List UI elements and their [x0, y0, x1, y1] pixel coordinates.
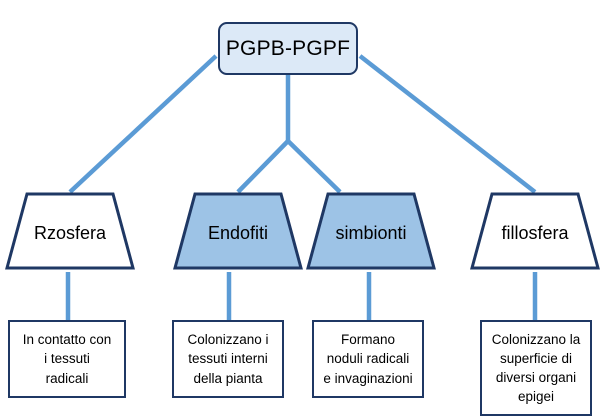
- trapezoid-shape-simbionti: [306, 192, 436, 270]
- description-text-rzosfera: In contatto con i tessuti radicali: [22, 332, 112, 386]
- category-label-endofiti: Endofiti: [207, 222, 269, 243]
- category-label-rzosfera: Rzosfera: [33, 222, 107, 243]
- category-node-endofiti[interactable]: Endofiti: [173, 192, 303, 270]
- description-box-fillosfera[interactable]: Colonizzano la superficie di diversi org…: [480, 320, 592, 416]
- description-text-simbionti: Formano noduli radicali e invaginazioni: [323, 332, 413, 386]
- connector-split-to-simbionti: [286, 139, 342, 194]
- category-label-fillosfera: fillosfera: [501, 222, 569, 243]
- category-node-fillosfera[interactable]: fillosfera: [470, 192, 600, 270]
- category-node-simbionti[interactable]: simbionti: [306, 192, 436, 270]
- trapezoid-shape-fillosfera: [470, 192, 600, 270]
- description-text-endofiti: Colonizzano i tessuti interni della pian…: [187, 332, 269, 386]
- connector-root-to-rzosfera: [68, 54, 218, 194]
- connector-split-to-endofiti: [236, 139, 290, 194]
- category-label-simbionti: simbionti: [335, 222, 407, 243]
- root-node-pgpb-pgpf[interactable]: PGPB-PGPF: [218, 22, 358, 75]
- description-box-rzosfera[interactable]: In contatto con i tessuti radicali: [8, 320, 126, 398]
- root-node-label: PGPB-PGPF: [225, 36, 351, 60]
- description-text-fillosfera: Colonizzano la superficie di diversi org…: [491, 331, 581, 405]
- trapezoid-shape-endofiti: [173, 192, 303, 270]
- category-node-rzosfera[interactable]: Rzosfera: [5, 192, 135, 270]
- description-box-endofiti[interactable]: Colonizzano i tessuti interni della pian…: [172, 320, 284, 398]
- connector-root-to-fillosfera: [358, 54, 537, 194]
- trapezoid-shape-rzosfera: [5, 192, 135, 270]
- description-box-simbionti[interactable]: Formano noduli radicali e invaginazioni: [312, 320, 424, 398]
